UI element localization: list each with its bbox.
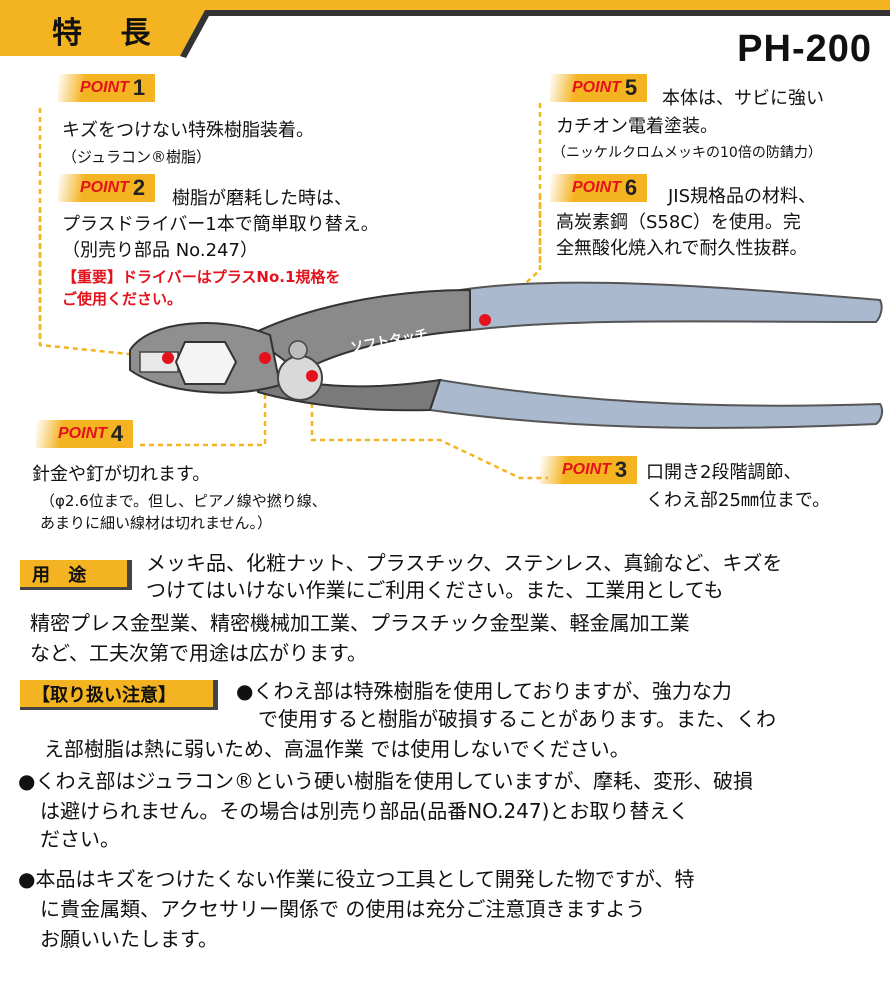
caution-2-line-1: ●くわえ部はジュラコン®という硬い樹脂を使用していますが、摩耗、変形、破損: [18, 769, 754, 793]
point-2-text-1: 樹脂が磨耗した時は、: [172, 188, 352, 209]
caution-1-line-1: ●くわえ部は特殊樹脂を使用しておりますが、強力な力: [236, 679, 732, 703]
point-number: 6: [624, 175, 638, 200]
point-4-tag: POINT 4: [36, 420, 134, 448]
point-number: 5: [624, 75, 638, 100]
point-6-tag: POINT 6: [550, 174, 648, 202]
point-4-text: 針金や釘が切れます。: [32, 464, 211, 485]
caution-1-line-3: え部樹脂は熱に弱いため、高温作業 では使用しないでください。: [44, 737, 630, 761]
point-6-text-2: 高炭素鋼（S58C）を使用。完: [556, 212, 801, 233]
usage-label: 用 途: [20, 560, 132, 590]
point-number: 3: [614, 457, 628, 482]
point-4-note-2: あまりに細い線材は切れません。）: [40, 514, 273, 532]
usage-line-4: など、工夫次第で用途は広がります。: [30, 641, 367, 665]
point-5-text-2: カチオン電着塗装。: [556, 116, 718, 137]
point-5-tag: POINT 5: [550, 74, 648, 102]
point-5-text-1: 本体は、サビに強い: [662, 88, 824, 109]
point-2-warning-2: ご使用ください。: [62, 290, 183, 308]
point-2-warning-1: 【重要】ドライバーはプラスNo.1規格を: [62, 268, 341, 286]
caution-2-line-3: ださい。: [40, 827, 120, 851]
point-3-text-2: くわえ部25㎜位まで。: [646, 490, 831, 511]
usage-line-2: つけてはいけない作業にご利用ください。また、工業用としても: [146, 578, 724, 602]
caution-2-line-2: は避けられません。その場合は別売り部品(品番NO.247)とお取り替えく: [40, 799, 689, 823]
point-6-text-3: 全無酸化焼入れで耐久性抜群。: [556, 238, 808, 259]
point-1-note: （ジュラコン®樹脂）: [62, 148, 211, 166]
point-word: POINT: [572, 179, 621, 196]
point-word: POINT: [80, 179, 129, 196]
model-number: PH-200: [737, 28, 872, 70]
point-word: POINT: [80, 79, 129, 96]
caution-label: 【取り扱い注意】: [20, 680, 218, 710]
point-2-tag: POINT 2: [58, 174, 156, 202]
point-6-text-1: JIS規格品の材料、: [668, 186, 817, 207]
point-number: 2: [132, 175, 146, 200]
point-2-text-3: （別売り部品 No.247）: [62, 240, 258, 261]
caution-3-line-1: ●本品はキズをつけたくない作業に役立つ工具として開発した物ですが、特: [18, 867, 695, 891]
point-1-text: キズをつけない特殊樹脂装着。: [62, 120, 314, 141]
point-2-text-2: プラスドライバー1本で簡単取り替え。: [62, 214, 379, 235]
point-1-tag: POINT 1: [58, 74, 156, 102]
header-bar: [0, 0, 890, 58]
caution-1-line-2: で使用すると樹脂が破損することがあります。また、くわ: [258, 707, 776, 731]
point-word: POINT: [562, 461, 611, 478]
point-5-note: （ニッケルクロムメッキの10倍の防錆力）: [552, 145, 822, 161]
point-3-tag: POINT 3: [540, 456, 638, 484]
point-number: 1: [132, 75, 146, 100]
point-3-text-1: 口開き2段階調節、: [646, 462, 802, 483]
usage-line-3: 精密プレス金型業、精密機械加工業、プラスチック金型業、軽金属加工業: [30, 611, 690, 635]
page-title: 特 長: [52, 16, 165, 51]
point-4-note-1: （φ2.6位まで。但し、ピアノ線や撚り線、: [40, 492, 327, 510]
caution-3-line-3: お願いいたします。: [40, 927, 218, 951]
point-number: 4: [110, 421, 124, 446]
point-word: POINT: [572, 79, 621, 96]
caution-3-line-2: に貴金属類、アクセサリー関係で の使用は充分ご注意頂きますよう: [40, 897, 646, 921]
point-word: POINT: [58, 425, 107, 442]
usage-line-1: メッキ品、化粧ナット、プラスチック、ステンレス、真鍮など、キズを: [146, 551, 783, 575]
